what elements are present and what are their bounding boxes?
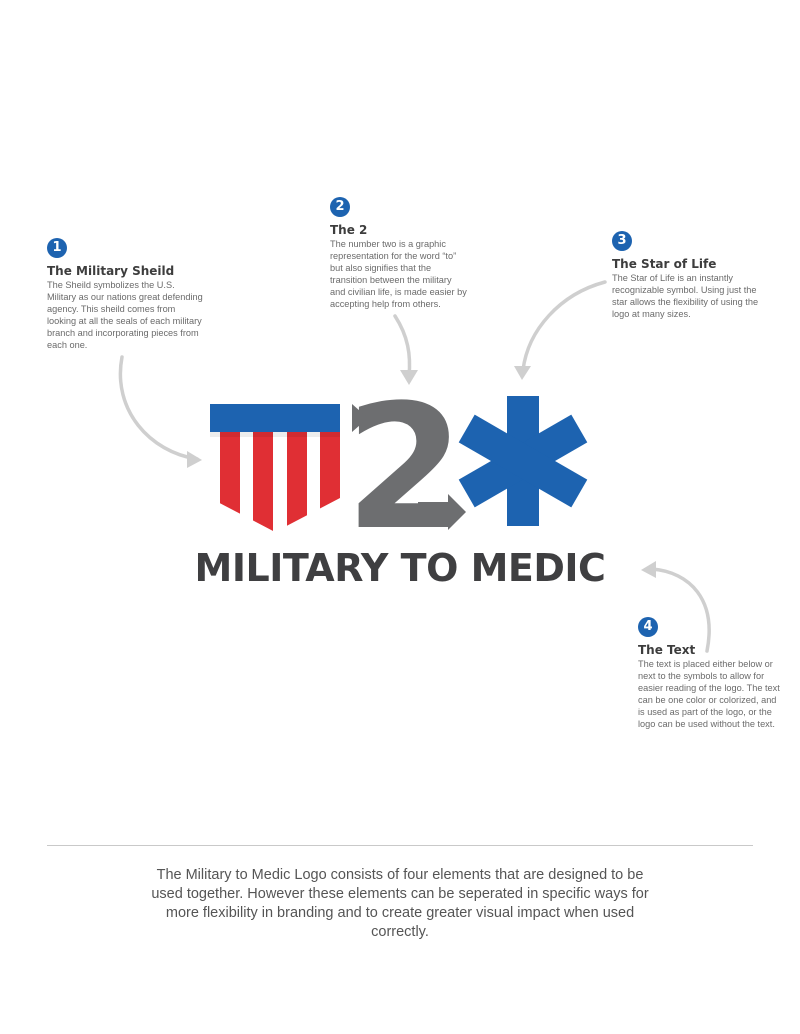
callout-the-text: 4 The Text The text is placed either bel… bbox=[638, 617, 780, 730]
callout-number-badge: 2 bbox=[330, 197, 350, 217]
section-divider bbox=[47, 845, 753, 846]
numeral-2-with-arrow: 2 bbox=[345, 367, 466, 568]
pointer-arrow-4 bbox=[641, 561, 711, 653]
callout-military-shield: 1 The Military Sheild The Sheild symboli… bbox=[47, 238, 205, 351]
pointer-arrow-2 bbox=[393, 314, 418, 385]
callout-the-2: 2 The 2 The number two is a graphic repr… bbox=[330, 197, 468, 310]
shield-icon bbox=[210, 404, 340, 532]
star-of-life-icon bbox=[458, 396, 588, 526]
callout-title: The 2 bbox=[330, 223, 368, 237]
callout-description: The number two is a graphic representati… bbox=[330, 239, 467, 309]
callout-title: The Military Sheild bbox=[47, 264, 175, 278]
callout-number-badge: 1 bbox=[47, 238, 67, 258]
callout-description: The Sheild symbolizes the U.S. Military … bbox=[47, 280, 203, 350]
callout-number-badge: 3 bbox=[612, 231, 632, 251]
callout-title: The Text bbox=[638, 643, 696, 657]
pointer-arrow-3 bbox=[514, 280, 607, 380]
callout-number-badge: 4 bbox=[638, 617, 658, 637]
arrow-icon bbox=[352, 404, 466, 530]
numeral-2: 2 bbox=[345, 367, 465, 568]
pointer-arrow-1 bbox=[118, 355, 202, 468]
footer-description: The Military to Medic Logo consists of f… bbox=[151, 867, 649, 940]
callout-description: The Star of Life is an instantly recogni… bbox=[612, 273, 759, 319]
logo-wordmark: MILITARY TO MEDIC bbox=[194, 546, 606, 590]
callout-title: The Star of Life bbox=[612, 257, 717, 271]
callout-star-of-life: 3 The Star of Life The Star of Life is a… bbox=[612, 231, 770, 320]
callout-description: The text is placed either below or next … bbox=[638, 659, 780, 729]
